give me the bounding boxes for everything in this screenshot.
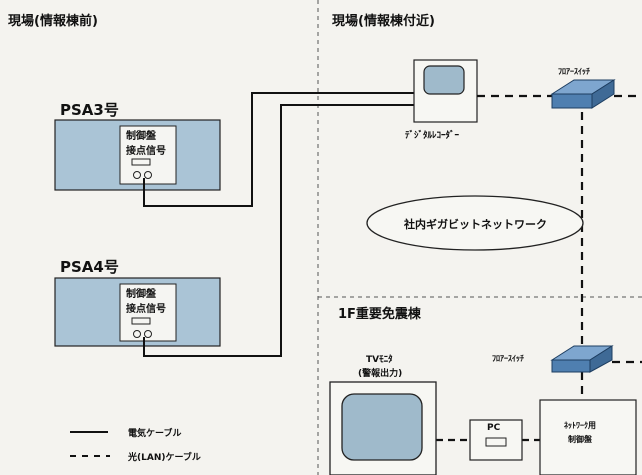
floor-switch-top-front — [551, 93, 593, 109]
recorder-label: ﾃﾞｼﾞﾀﾙﾚｺｰﾀﾞｰ — [405, 131, 460, 141]
psa3-panel-line1: 制御盤 — [126, 131, 156, 142]
floor-switch-bottom-label: ﾌﾛｱｰｽｲｯﾁ — [492, 354, 524, 363]
electric-cable-psa3 — [143, 92, 414, 207]
psa4-terminal-right — [144, 330, 152, 338]
psa4-panel-line2: 接点信号 — [126, 304, 166, 315]
legend-optical-label: 光(LAN)ケーブル — [128, 453, 201, 463]
recorder-screen — [423, 65, 465, 95]
psa3-terminal-left — [133, 171, 141, 179]
floor-switch-top-side — [591, 79, 615, 109]
pc-label: PC — [487, 423, 501, 433]
net-control-line2: 制御盤 — [568, 435, 592, 444]
psa3-control-panel — [119, 125, 177, 185]
tv-monitor-label-line2: (警報出力) — [358, 369, 403, 379]
right-zone-header: 現場(情報棟付近) — [332, 14, 435, 29]
legend-electric-label: 電気ケーブル — [128, 429, 182, 439]
net-control-box — [539, 399, 637, 475]
network-label: 社内ギガビットネットワーク — [404, 218, 547, 231]
electric-cable-psa4 — [143, 104, 414, 357]
psa4-terminal-left — [133, 330, 141, 338]
pc-slot — [485, 437, 507, 447]
floor-switch-bottom-side — [589, 345, 613, 373]
tv-monitor-label-line1: TVﾓﾆﾀ — [366, 355, 393, 365]
psa3-panel-line2: 接点信号 — [126, 146, 166, 157]
left-zone-header: 現場(情報棟前) — [8, 14, 98, 29]
building-header: 1F重要免震棟 — [338, 307, 421, 322]
network-ellipse — [366, 195, 584, 251]
psa4-indicator — [131, 317, 151, 325]
net-control-line1: ﾈｯﾄﾜｰｸ用 — [564, 421, 596, 430]
psa4-title: PSA4号 — [60, 258, 119, 276]
psa4-control-panel — [119, 283, 177, 342]
psa3-title: PSA3号 — [60, 101, 119, 119]
tv-monitor-screen — [341, 393, 423, 461]
psa4-panel-line1: 制御盤 — [126, 289, 156, 300]
floor-switch-top-label: ﾌﾛｱｰｽｲｯﾁ — [558, 67, 590, 76]
psa3-indicator — [131, 158, 151, 166]
pc-box — [469, 419, 523, 461]
floor-switch-bottom-front — [551, 359, 591, 373]
psa3-terminal-right — [144, 171, 152, 179]
